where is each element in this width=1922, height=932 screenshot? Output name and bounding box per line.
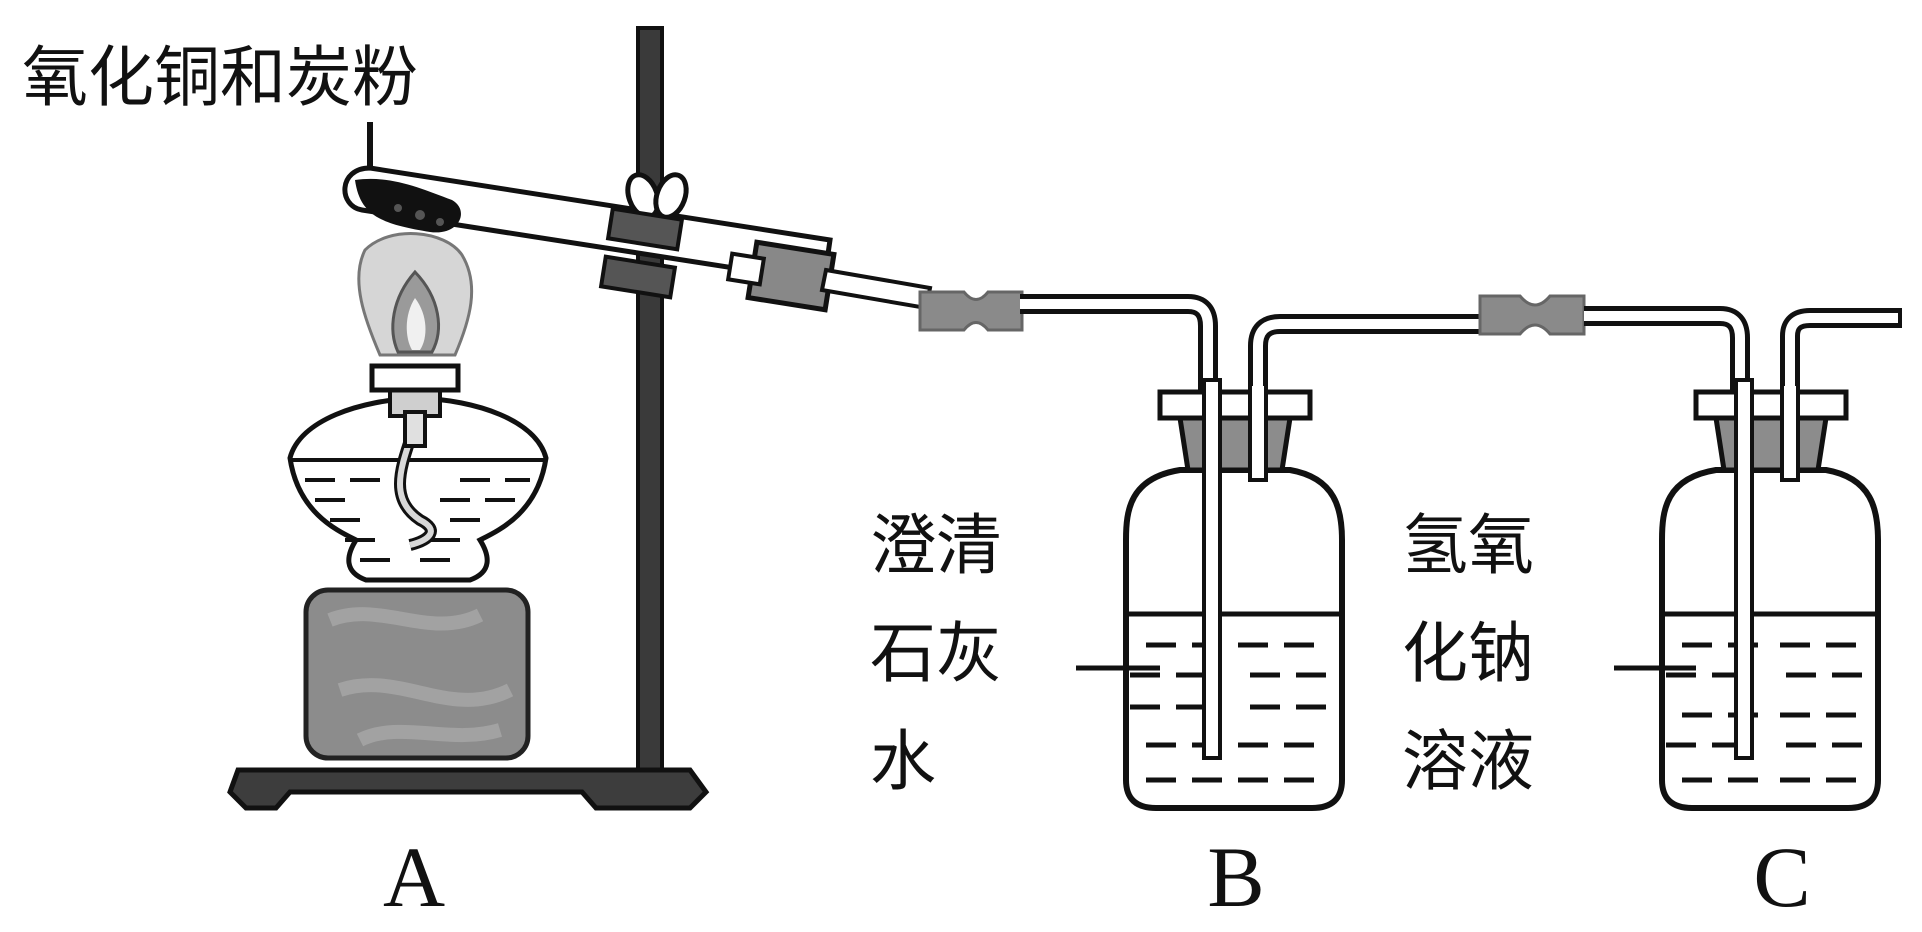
lamp-cap (369, 363, 461, 393)
outlet-c (1785, 313, 1900, 386)
bottle-b-label-line-2: 石灰 (870, 615, 1002, 692)
bottle-b (1123, 378, 1345, 811)
bottle-b-stopper-rim (1157, 389, 1313, 421)
alcohol-lamp (287, 363, 549, 583)
label-bottle-c: 氢氧 化钠 溶液 (1402, 507, 1696, 800)
bottle-b-outlet-tube (1248, 378, 1268, 482)
bottle-c-stopper (1713, 415, 1829, 473)
flame (357, 232, 474, 357)
bottle-c-label-line-1: 氢氧 (1402, 507, 1534, 584)
tube-contents-label: 氧化铜和炭粉 (22, 39, 418, 116)
apparatus-letter-a: A (383, 829, 445, 925)
tube-clamp (598, 172, 689, 300)
rubber-connector-1 (918, 290, 1024, 332)
bottle-c-stopper-rim (1693, 389, 1849, 421)
label-bottle-b: 澄清 石灰 水 (870, 507, 1160, 800)
stand-base (227, 767, 710, 811)
copper-oxide-carbon-powder (355, 178, 461, 233)
bottle-b-stopper (1177, 415, 1293, 473)
bottle-c (1659, 378, 1881, 811)
tube-into-c (1584, 311, 1745, 398)
wood-block-texture (327, 607, 514, 747)
test-tube (342, 165, 833, 285)
bottle-b-label-line-1: 澄清 (870, 507, 1002, 584)
outlet-tube (819, 267, 933, 311)
apparatus-letter-b: B (1207, 829, 1264, 925)
bottle-c-label-line-3: 溶液 (1402, 723, 1534, 800)
bottle-c-label-line-2: 化钠 (1402, 615, 1534, 692)
tube-a-to-b (1020, 299, 1213, 398)
bottle-b-label-line-3: 水 (870, 723, 936, 800)
lamp-alcohol (305, 478, 530, 562)
lamp-wick-holder (403, 410, 427, 448)
rubber-connector-2 (1478, 294, 1586, 336)
bottle-c-inlet-tube (1734, 378, 1754, 760)
test-tube-glass (342, 165, 833, 285)
bottle-b-inlet-tube (1202, 378, 1222, 760)
iron-stand (227, 26, 710, 811)
tube-b-to-c (1253, 319, 1490, 386)
apparatus-letter-c: C (1753, 829, 1810, 925)
bottle-c-liquid (1666, 642, 1862, 783)
stand-rod (636, 26, 664, 778)
wood-block (303, 587, 531, 761)
bottle-c-outlet-tube (1780, 378, 1800, 482)
